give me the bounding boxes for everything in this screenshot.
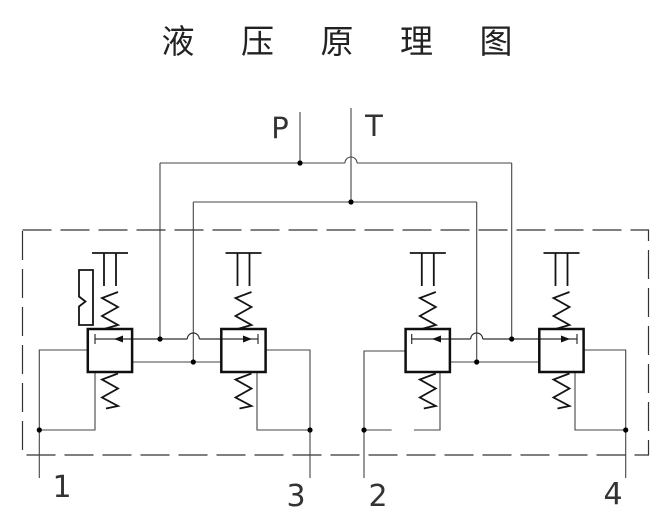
junction-dots — [36, 160, 629, 433]
spool-arrow-icon — [432, 335, 441, 343]
spool-arrow-icon — [561, 335, 570, 343]
port2-label: 2 — [368, 479, 387, 514]
spool-lines — [95, 332, 577, 363]
vent-icon — [408, 252, 447, 330]
tank-port-label: T — [364, 109, 383, 143]
vent-icon — [91, 252, 129, 330]
valve-body — [404, 327, 452, 374]
spring-icon — [418, 372, 437, 410]
valve2-drain-line — [256, 372, 310, 431]
pilot-adjuster-icon — [78, 269, 94, 326]
spring-icon — [234, 372, 253, 410]
manifold-boundary — [21, 229, 650, 456]
spool-arrow-icon — [243, 335, 252, 343]
valve-2 — [220, 252, 267, 410]
spool-arrow-icon — [114, 335, 123, 343]
pressure-port-label: P — [271, 111, 289, 145]
supply-lines — [159, 108, 513, 362]
valve-4 — [538, 252, 585, 410]
vent-icon — [542, 252, 581, 330]
work-port-lines — [38, 349, 627, 478]
valve1-drain-line — [39, 372, 96, 431]
valve4-drain-line — [574, 372, 626, 431]
valve-body — [220, 327, 267, 374]
port1-label: 1 — [52, 470, 71, 505]
crossover-hop-icon — [470, 332, 484, 340]
page-title: 液 压 原 理 图 — [162, 22, 531, 61]
vent-icon — [224, 252, 263, 330]
port1-line — [38, 349, 88, 478]
port4-label: 4 — [603, 477, 622, 512]
port3-line — [265, 349, 311, 478]
port2-line — [363, 350, 406, 478]
port3-label: 3 — [286, 479, 305, 514]
valve-body — [86, 327, 134, 374]
valve3-drain-line — [364, 372, 441, 431]
spring-icon — [552, 372, 571, 410]
spring-icon — [101, 372, 119, 410]
valve-3 — [404, 252, 452, 410]
valve-1 — [78, 252, 134, 410]
crossover-hop-icon — [186, 332, 200, 340]
port4-line — [583, 349, 627, 478]
crossover-hop-icon — [344, 156, 358, 164]
valve-body — [538, 327, 585, 374]
